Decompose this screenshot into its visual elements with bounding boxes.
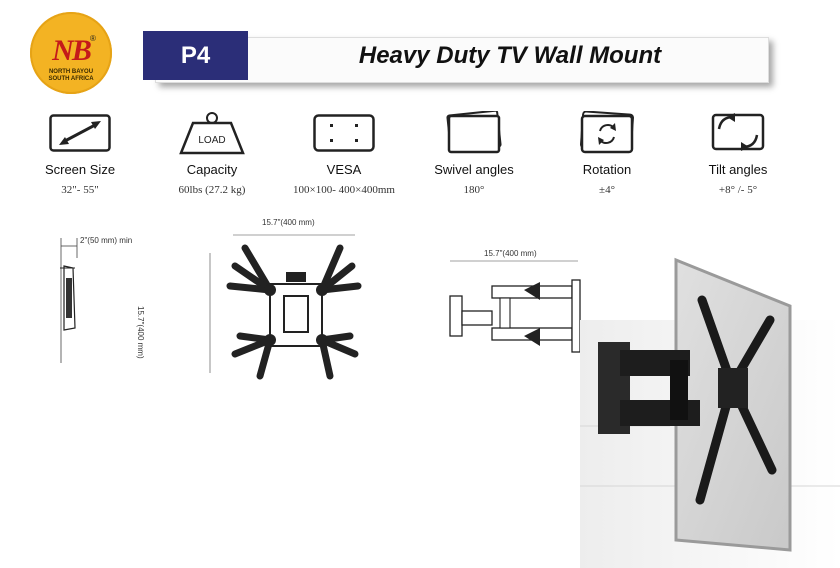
brand-logo: NB ® NORTH BAYOU SOUTH AFRICA — [30, 12, 112, 94]
spec-label: Tilt angles — [708, 162, 768, 177]
spec-value: 180° — [463, 184, 485, 196]
spec-value: ±4° — [599, 184, 615, 196]
spec-label: VESA — [326, 162, 362, 177]
model-tag: P4 — [143, 31, 248, 80]
spec-label: Capacity — [186, 162, 238, 177]
logo-mark: NB — [52, 34, 92, 67]
load-icon-text: LOAD — [198, 135, 225, 146]
screen-size-icon — [20, 110, 140, 156]
front-height-dimension: 15.7"(400 mm) — [136, 306, 145, 359]
spec-label: Rotation — [582, 162, 632, 177]
front-width-dimension: 15.7"(400 mm) — [262, 218, 315, 227]
front-view-drawing — [209, 234, 362, 380]
vesa-plate-icon — [284, 110, 404, 156]
extended-arm-drawing — [449, 260, 581, 353]
swivel-icon — [414, 110, 534, 156]
logo-subtitle-1: NORTH BAYOU — [48, 69, 94, 75]
side-profile-drawing — [60, 238, 78, 363]
spec-value: 100×100- 400×400mm — [293, 184, 395, 196]
spec-tilt: Tilt angles +8° /- 5° — [678, 110, 798, 196]
spec-value: 60lbs (27.2 kg) — [178, 184, 246, 196]
logo-reg-mark: ® — [90, 34, 96, 43]
logo-subtitle-2: SOUTH AFRICA — [48, 76, 94, 82]
spec-label: Screen Size — [44, 162, 116, 177]
spec-screen-size: Screen Size 32"- 55" — [20, 110, 140, 196]
product-photo — [580, 257, 840, 568]
side-depth-dimension: 2"(50 mm) min — [80, 236, 133, 245]
page-title: Heavy Duty TV Wall Mount — [358, 42, 662, 69]
spec-value: 32"- 55" — [61, 184, 99, 196]
spec-rotation: Rotation ±4° — [547, 110, 667, 196]
tilt-icon — [678, 110, 798, 156]
load-weight-icon: LOAD — [152, 110, 272, 156]
rotation-icon — [547, 110, 667, 156]
spec-capacity: LOAD Capacity 60lbs (27.2 kg) — [152, 110, 272, 196]
spec-swivel: Swivel angles 180° — [414, 110, 534, 196]
extended-width-dimension: 15.7"(400 mm) — [484, 249, 537, 258]
spec-vesa: VESA 100×100- 400×400mm — [284, 110, 404, 196]
spec-label: Swivel angles — [434, 162, 514, 177]
title-bar — [155, 37, 769, 83]
spec-value: +8° /- 5° — [718, 184, 758, 196]
